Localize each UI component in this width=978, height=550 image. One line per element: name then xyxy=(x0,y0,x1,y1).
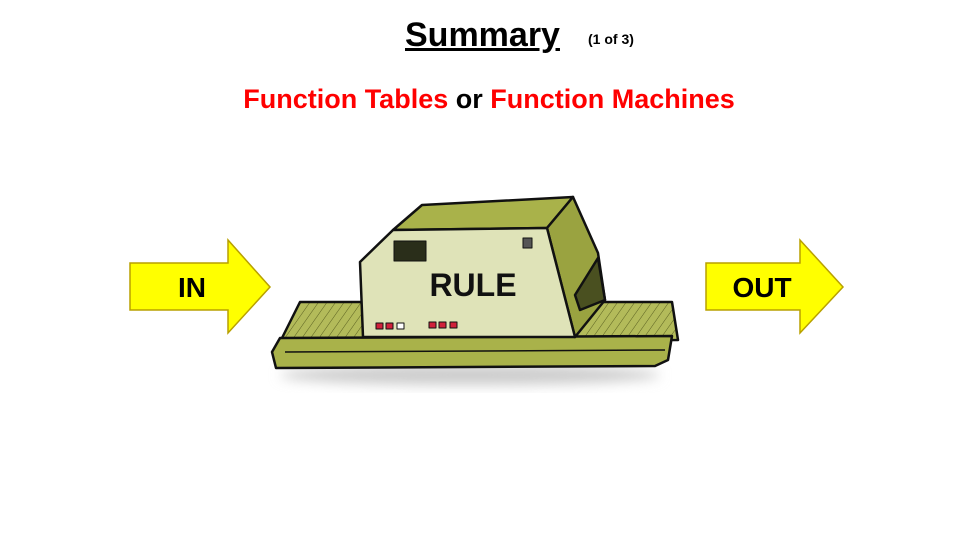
slide-subtitle: Function Tables or Function Machines xyxy=(0,84,978,115)
conveyor-base xyxy=(270,334,674,370)
indicator-light xyxy=(375,322,384,330)
indicator-light xyxy=(449,321,458,329)
indicator-light xyxy=(438,321,447,329)
page-indicator: (1 of 3) xyxy=(588,31,634,47)
switch-icon xyxy=(522,237,533,249)
subtitle-function-tables: Function Tables xyxy=(243,84,449,114)
in-arrow: IN xyxy=(129,238,272,335)
machine-opening xyxy=(573,256,607,312)
out-label: OUT xyxy=(732,272,791,303)
vent-icon xyxy=(393,240,427,262)
subtitle-function-machines: Function Machines xyxy=(490,84,735,114)
in-label: IN xyxy=(178,272,206,303)
machine-top xyxy=(391,195,575,232)
rule-label: RULE xyxy=(429,267,516,303)
subtitle-connector: or xyxy=(448,84,491,114)
indicator-light xyxy=(385,322,394,330)
slide-title: Summary xyxy=(405,16,560,54)
function-machine: RULE xyxy=(270,195,680,385)
out-arrow: OUT xyxy=(705,238,845,335)
indicator-light xyxy=(428,321,437,329)
indicator-light xyxy=(396,322,405,330)
